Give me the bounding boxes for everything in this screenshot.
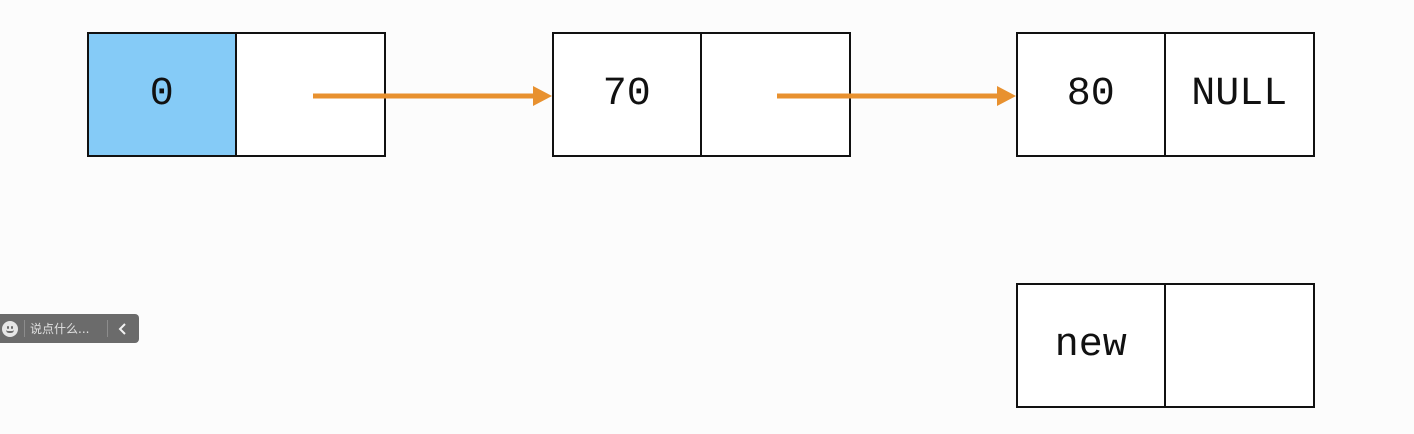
list-node-70: 70 [552,32,851,157]
node-next-cell [702,34,850,155]
divider [24,320,25,337]
list-node-80: 80 NULL [1016,32,1315,157]
chevron-left-icon[interactable] [116,322,130,336]
node-data-cell: 0 [89,34,237,155]
list-node-head: 0 [87,32,386,157]
comment-bar[interactable]: 说点什么... [0,314,139,343]
node-data-cell: 80 [1018,34,1166,155]
node-next-cell: NULL [1191,72,1288,117]
smiley-icon[interactable] [2,320,18,337]
node-data-cell: new [1018,285,1166,406]
node-next-cell [1166,285,1314,406]
comment-input[interactable]: 说点什么... [30,322,90,336]
divider [107,320,108,337]
node-next-cell [237,34,385,155]
node-data-cell: 70 [554,34,702,155]
list-node-new: new [1016,283,1315,408]
